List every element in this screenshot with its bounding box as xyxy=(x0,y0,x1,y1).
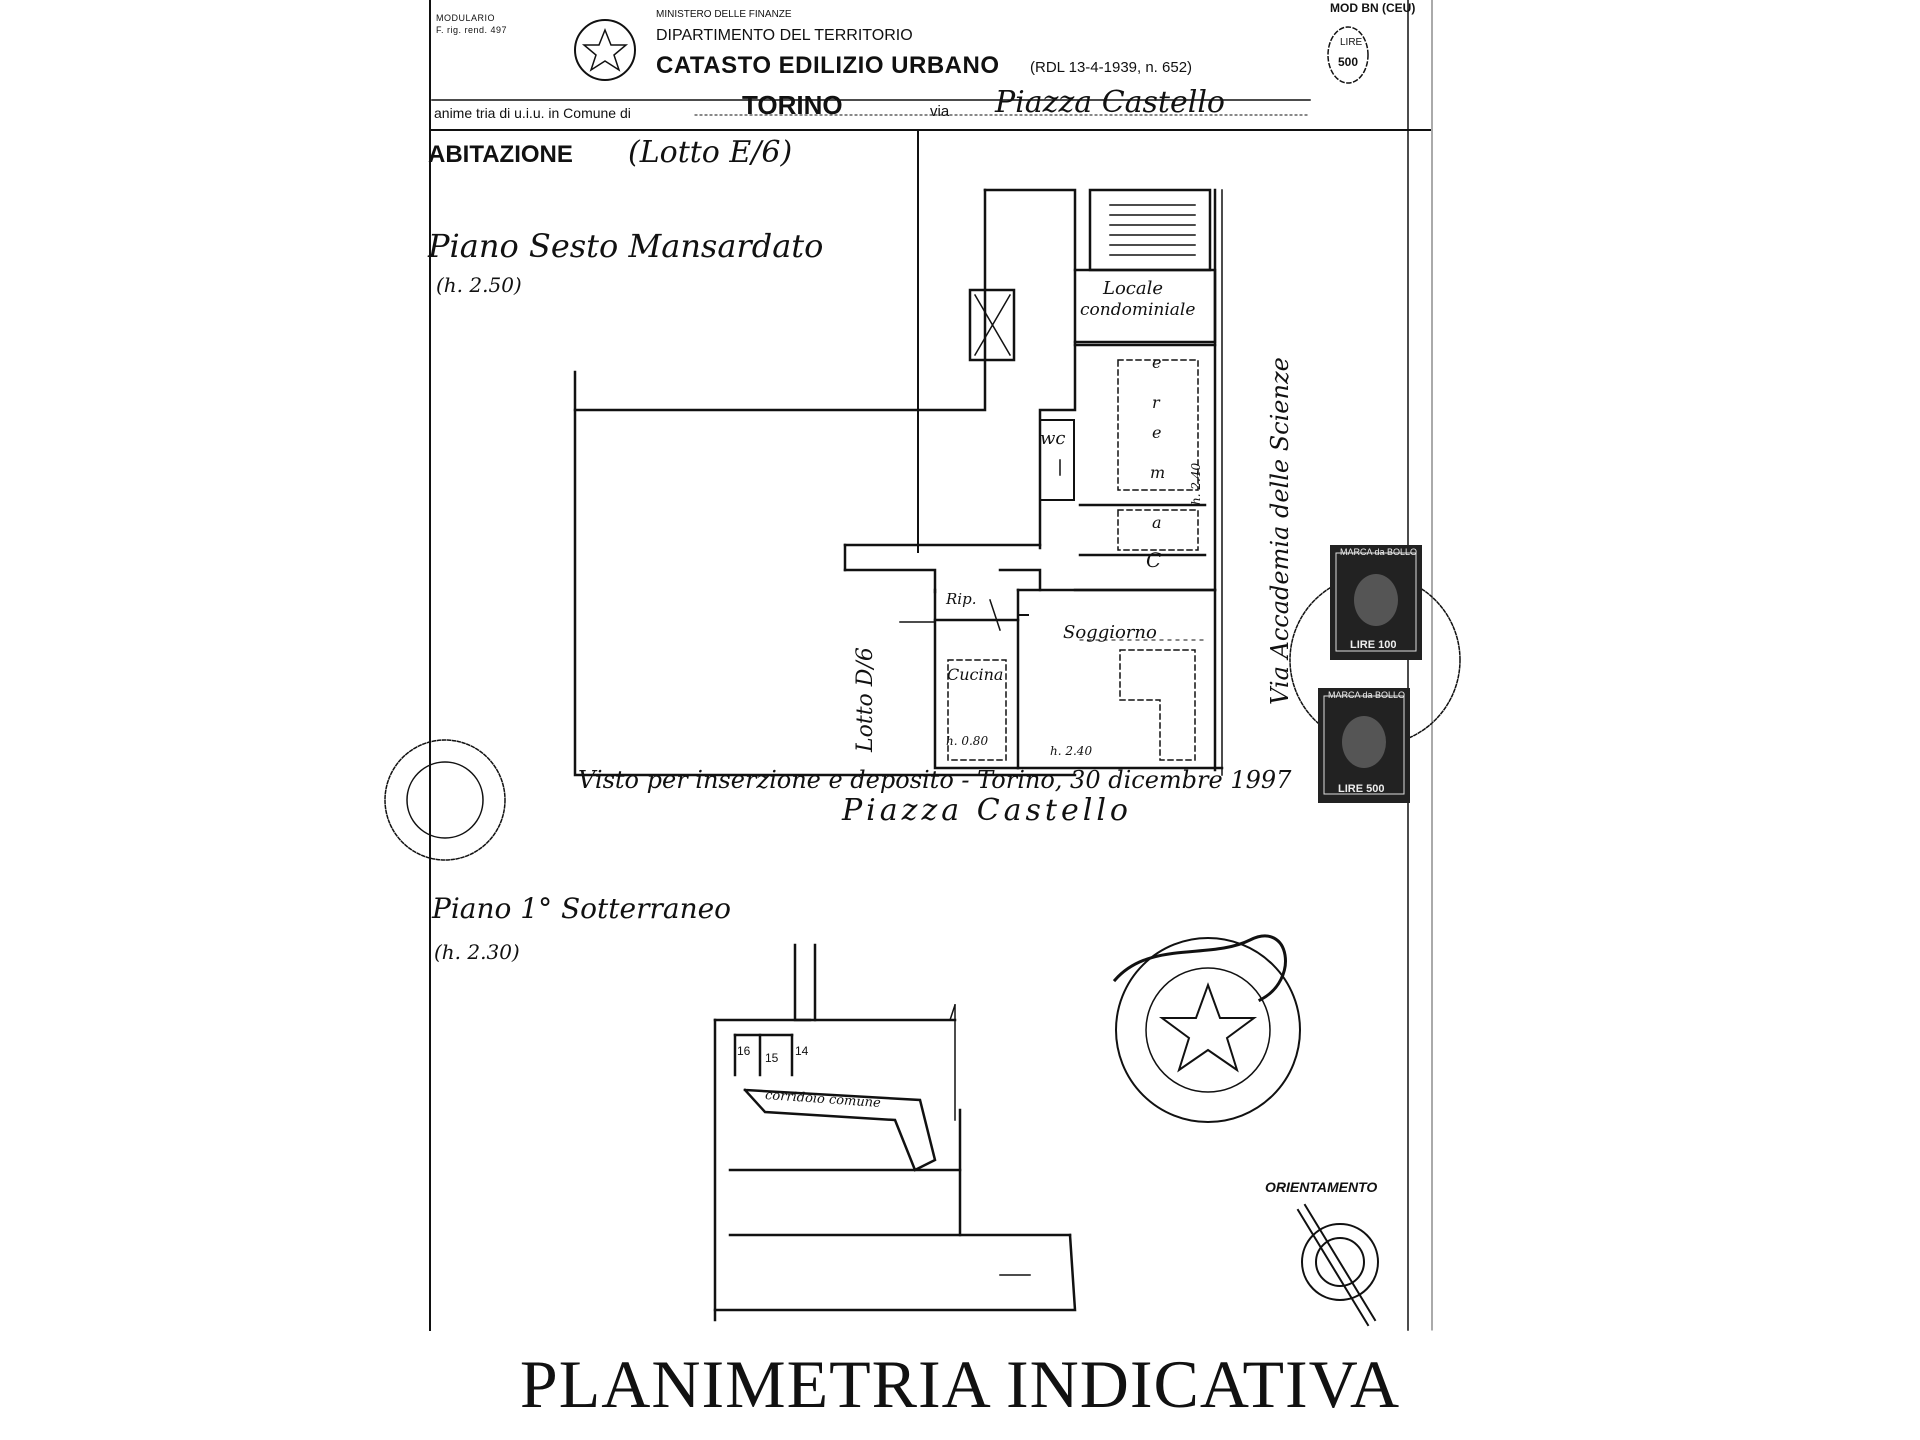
bollo-bottom-value: LIRE 500 xyxy=(1338,783,1385,795)
upper-floor-height: (h. 2.50) xyxy=(436,273,522,297)
camera-height: h. 2.40 xyxy=(1189,462,1203,505)
cellar-number: 14 xyxy=(795,1044,809,1058)
bollo-top-value: LIRE 100 xyxy=(1350,639,1397,651)
cellar-number: 16 xyxy=(737,1044,751,1058)
catasto-law: (RDL 13-4-1939, n. 652) xyxy=(1030,59,1193,76)
room-cucina: Cucina xyxy=(947,665,1004,684)
camera-letter: C xyxy=(1146,548,1162,572)
camera-letter: m xyxy=(1150,463,1166,482)
soggiorno-height: h. 2.40 xyxy=(1050,744,1093,758)
model-code: MOD BN (CEU) xyxy=(1330,1,1416,15)
fee-label: LIRE xyxy=(1340,37,1363,48)
camera-letter: r xyxy=(1152,393,1160,412)
camera-letter: e xyxy=(1152,423,1162,442)
footer-title: PLANIMETRIA INDICATIVA xyxy=(519,1346,1401,1422)
bollo-top-title: MARCA da BOLLO xyxy=(1340,547,1418,557)
upper-floor-name: Piano Sesto Mansardato xyxy=(428,227,824,265)
camera-letter: a xyxy=(1152,513,1162,532)
lower-floor-height: (h. 2.30) xyxy=(434,940,520,964)
via-name: Piazza Castello xyxy=(995,85,1225,120)
room-wc: wc xyxy=(1040,428,1066,449)
form-code-1: MODULARIO xyxy=(436,13,496,23)
camera-letter: e xyxy=(1152,353,1162,372)
lotto-side-label: Lotto D/6 xyxy=(853,647,878,752)
form-code-2: F. rig. rend. 497 xyxy=(436,25,508,35)
cucina-height: h. 0.80 xyxy=(946,734,989,748)
comune-name: TORINO xyxy=(742,90,843,120)
lower-floor-name: Piano 1° Sotterraneo xyxy=(432,892,732,925)
orientation-label: ORIENTAMENTO xyxy=(1265,1179,1378,1195)
bollo-bottom-title: MARCA da BOLLO xyxy=(1328,690,1406,700)
catasto-title: CATASTO EDILIZIO URBANO xyxy=(656,52,1000,79)
fee-value: 500 xyxy=(1338,55,1359,69)
comune-prefix: anime tria di u.i.u. in Comune di xyxy=(434,105,631,121)
room-locale-line2: condominiale xyxy=(1080,300,1196,320)
room-rip: Rip. xyxy=(946,590,977,608)
ministry: MINISTERO DELLE FINANZE xyxy=(656,9,792,20)
deposit-note: Visto per inserzione e deposito - Torino… xyxy=(578,766,1292,794)
via-prefix: via xyxy=(930,103,950,120)
street-side-label: Via Accademia delle Scienze xyxy=(1266,357,1294,705)
department: DIPARTIMENTO DEL TERRITORIO xyxy=(656,27,913,44)
room-soggiorno: Soggiorno xyxy=(1063,622,1157,643)
unit-label: ABITAZIONE xyxy=(428,141,573,168)
street-bottom-label: Piazza Castello xyxy=(842,793,1132,828)
cellar-number: 15 xyxy=(765,1051,779,1065)
room-locale-line1: Locale xyxy=(1103,278,1164,299)
unit-lotto: (Lotto E/6) xyxy=(628,135,793,170)
